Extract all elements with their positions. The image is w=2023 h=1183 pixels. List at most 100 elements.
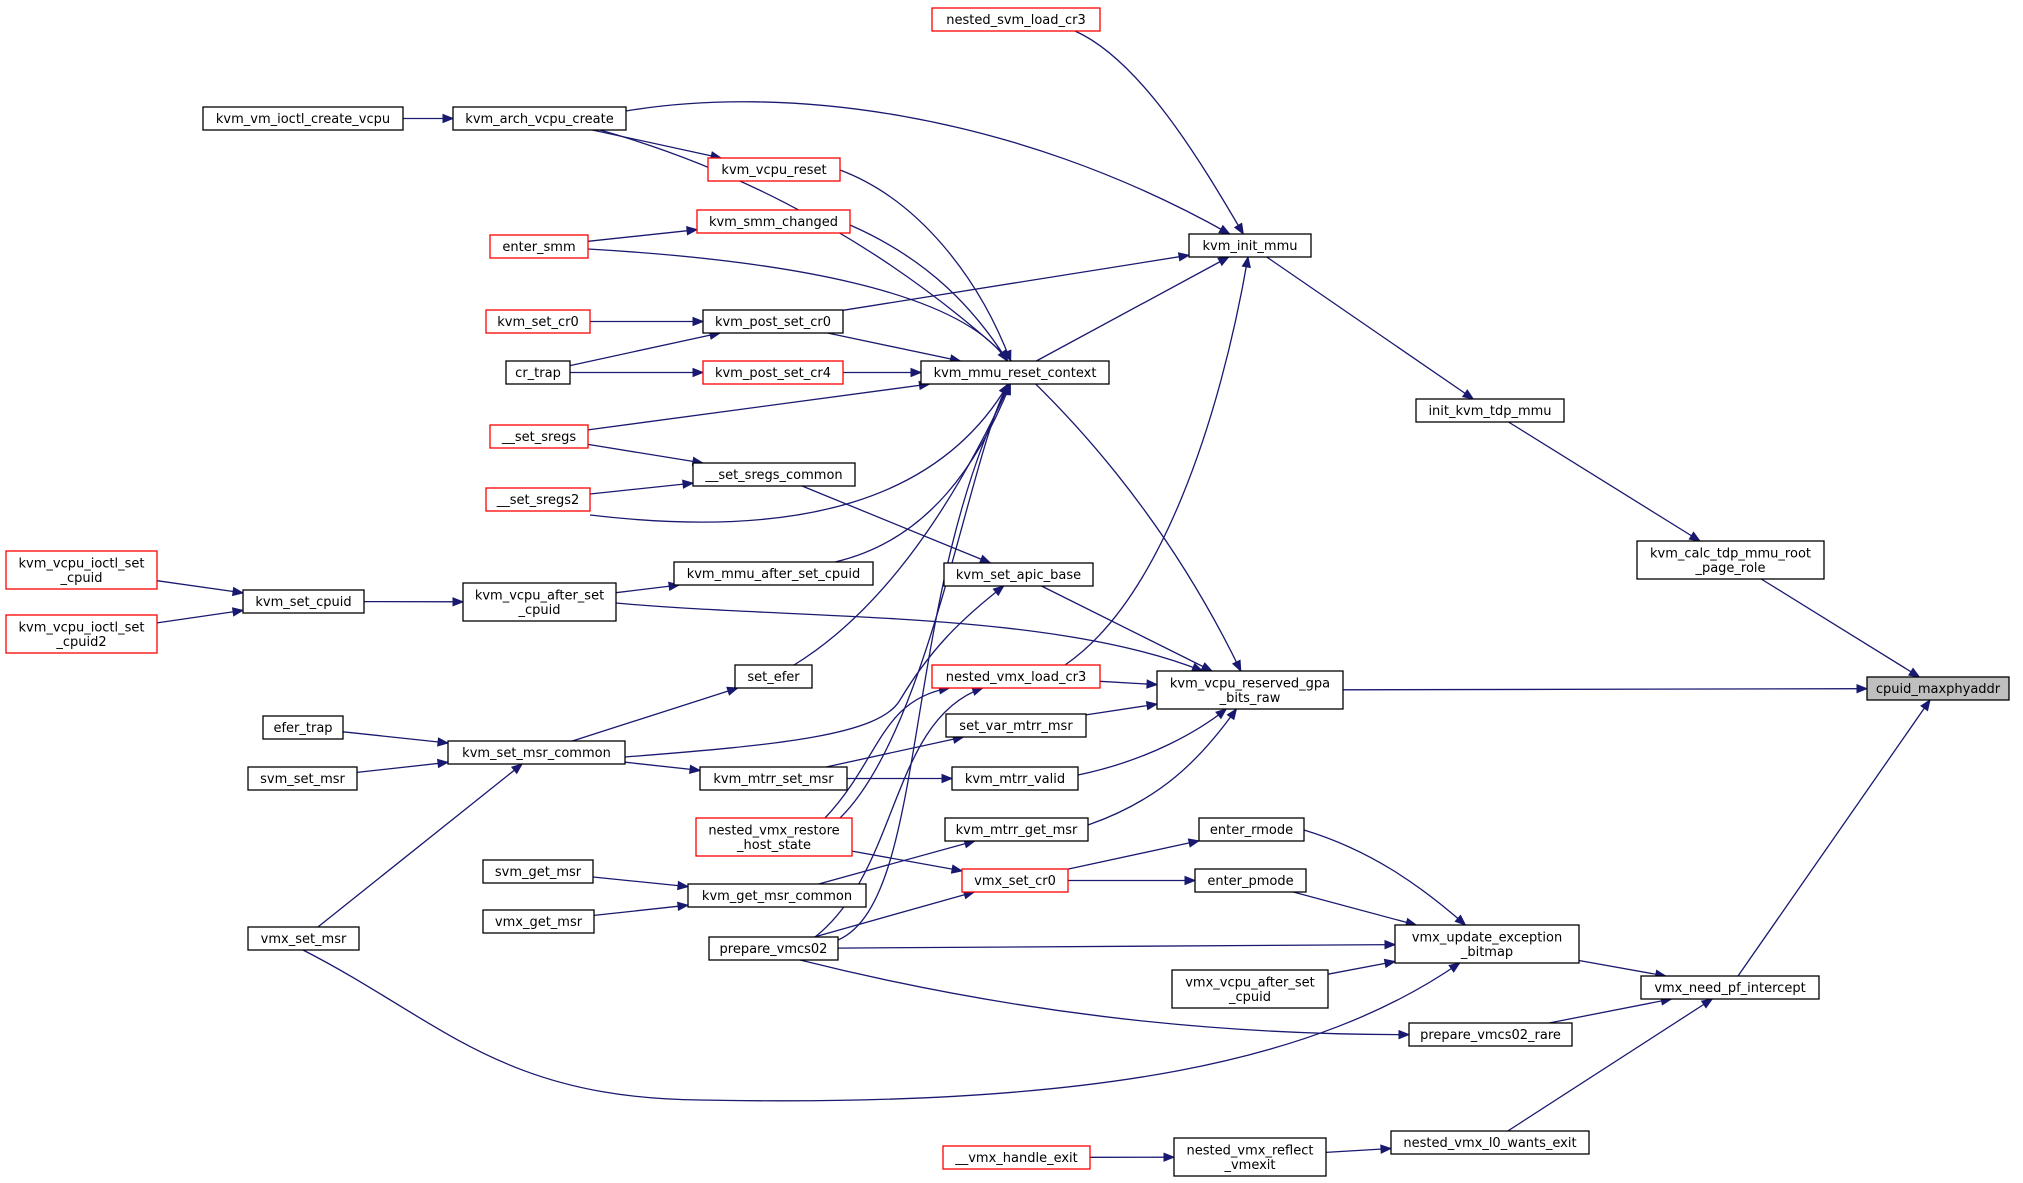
node-cr-trap[interactable]: cr_trap	[505, 360, 571, 385]
node-label: _vmexit	[1223, 1158, 1275, 1173]
node---set-sregs-common[interactable]: __set_sregs_common	[692, 462, 856, 487]
node-label: kvm_vcpu_ioctl_set	[18, 620, 144, 635]
node-enter-pmode[interactable]: enter_pmode	[1194, 868, 1307, 893]
node---set-sregs2[interactable]: __set_sregs2	[485, 487, 591, 512]
node-cpuid-maxphyaddr[interactable]: cpuid_maxphyaddr	[1866, 676, 2010, 701]
node-enter-smm[interactable]: enter_smm	[489, 234, 589, 259]
node-label: vmx_need_pf_intercept	[1654, 981, 1805, 996]
edge-kvm_set_msr_common-to-kvm_set_apic_base	[624, 585, 1005, 758]
arrowhead	[997, 349, 1009, 363]
edge-kvm_set_cr0-to-kvm_post_set_cr0	[590, 316, 705, 327]
edge-kvm_vm_ioctl_create_vcpu-to-kvm_arch_vcpu_create	[403, 113, 455, 124]
node-kvm-vm-ioctl-create-vcpu[interactable]: kvm_vm_ioctl_create_vcpu	[202, 106, 404, 131]
arrowhead	[941, 773, 954, 784]
node-label: __set_sregs_common	[704, 468, 842, 483]
node-label: svm_set_msr	[260, 772, 345, 787]
node-nested-vmx-l0-wants-exit[interactable]: nested_vmx_l0_wants_exit	[1390, 1130, 1590, 1155]
node-kvm-vcpu-ioctl-set-cpuid2[interactable]: kvm_vcpu_ioctl_set_cpuid2	[5, 614, 158, 654]
node-kvm-post-set-cr0[interactable]: kvm_post_set_cr0	[702, 309, 844, 334]
edge-kvm_post_set_cr0-to-kvm_init_mmu	[842, 252, 1191, 311]
node-kvm-vcpu-reserved-gpa-bits-raw[interactable]: kvm_vcpu_reserved_gpa_bits_raw	[1156, 670, 1344, 710]
node-vmx-need-pf-intercept[interactable]: vmx_need_pf_intercept	[1640, 975, 1820, 1000]
node-label: kvm_init_mmu	[1202, 239, 1297, 254]
node-nested-vmx-load-cr3[interactable]: nested_vmx_load_cr3	[931, 664, 1101, 689]
node-nested-vmx-restore-host-state[interactable]: nested_vmx_restore_host_state	[695, 817, 853, 857]
edge-enter_smm-to-kvm_mmu_reset_context	[587, 248, 1009, 363]
arrowhead	[1145, 700, 1159, 711]
node-kvm-set-msr-common[interactable]: kvm_set_msr_common	[447, 740, 626, 765]
node-label: nested_vmx_l0_wants_exit	[1403, 1136, 1576, 1151]
node-kvm-mmu-after-set-cpuid[interactable]: kvm_mmu_after_set_cpuid	[673, 561, 874, 586]
node-vmx-set-cr0[interactable]: vmx_set_cr0	[961, 868, 1069, 893]
node-prepare-vmcs02[interactable]: prepare_vmcs02	[708, 936, 839, 961]
arrowhead	[1856, 683, 1869, 694]
node-nested-vmx-reflect-vmexit[interactable]: nested_vmx_reflect_vmexit	[1173, 1137, 1327, 1177]
arrowhead	[1448, 962, 1461, 973]
arrowhead	[1461, 389, 1475, 400]
edge-kvm_post_set_cr4-to-kvm_mmu_reset_context	[843, 367, 923, 378]
node-kvm-vcpu-after-set-cpuid[interactable]: kvm_vcpu_after_set_cpuid	[462, 582, 617, 622]
node-label: kvm_mtrr_valid	[965, 772, 1065, 787]
node-kvm-mtrr-get-msr[interactable]: kvm_mtrr_get_msr	[944, 817, 1089, 842]
node-kvm-calc-tdp-mmu-root-page-role[interactable]: kvm_calc_tdp_mmu_root_page_role	[1636, 540, 1825, 580]
node-kvm-post-set-cr4[interactable]: kvm_post_set_cr4	[702, 360, 844, 385]
arrowhead	[1226, 707, 1238, 721]
node-kvm-vcpu-reset[interactable]: kvm_vcpu_reset	[707, 157, 841, 182]
node-label: kvm_mtrr_get_msr	[956, 823, 1078, 838]
edge-kvm_mtrr_set_msr-to-kvm_mtrr_valid	[847, 773, 954, 784]
node-kvm-get-msr-common[interactable]: kvm_get_msr_common	[687, 883, 867, 908]
node-label: enter_smm	[502, 240, 575, 255]
node-svm-get-msr[interactable]: svm_get_msr	[482, 859, 594, 884]
node-label: kvm_smm_changed	[709, 215, 838, 230]
node-kvm-init-mmu[interactable]: kvm_init_mmu	[1188, 233, 1312, 258]
node-set-efer[interactable]: set_efer	[734, 664, 813, 689]
node-kvm-set-cpuid[interactable]: kvm_set_cpuid	[242, 589, 365, 614]
node-svm-set-msr[interactable]: svm_set_msr	[247, 766, 358, 791]
edge-kvm_set_msr_common-to-kvm_mtrr_set_msr	[624, 761, 702, 775]
node-kvm-mtrr-set-msr[interactable]: kvm_mtrr_set_msr	[699, 766, 848, 791]
edge-kvm_vcpu_after_set_cpuid-to-kvm_vcpu_reserved_gpa_bits_raw	[615, 602, 1204, 672]
node-efer-trap[interactable]: efer_trap	[262, 715, 344, 740]
node-vmx-get-msr[interactable]: vmx_get_msr	[482, 909, 595, 934]
arrowhead	[692, 316, 705, 327]
function-nodes: cpuid_maxphyaddr kvm_calc_tdp_mmu_root_pa…	[5, 7, 2010, 1177]
node-kvm-arch-vcpu-create[interactable]: kvm_arch_vcpu_create	[452, 106, 627, 131]
node-label: _cpuid	[59, 571, 102, 586]
node-kvm-mmu-reset-context[interactable]: kvm_mmu_reset_context	[920, 360, 1110, 385]
edge-kvm_mmu_reset_context-to-kvm_init_mmu	[1035, 256, 1230, 362]
node-kvm-set-cr0[interactable]: kvm_set_cr0	[485, 309, 591, 334]
node-init-kvm-tdp-mmu[interactable]: init_kvm_tdp_mmu	[1415, 398, 1565, 423]
node-vmx-update-exception-bitmap[interactable]: vmx_update_exception_bitmap	[1394, 924, 1580, 964]
arrowhead	[1218, 224, 1231, 235]
arrowhead	[1688, 531, 1702, 542]
node-kvm-vcpu-ioctl-set-cpuid[interactable]: kvm_vcpu_ioctl_set_cpuid	[5, 550, 158, 590]
node-nested-svm-load-cr3[interactable]: nested_svm_load_cr3	[931, 7, 1101, 32]
node-kvm-mtrr-valid[interactable]: kvm_mtrr_valid	[951, 766, 1079, 791]
node-label: enter_pmode	[1207, 874, 1293, 889]
arrowhead	[1398, 1029, 1411, 1040]
arrowhead	[510, 763, 524, 775]
node---vmx-handle-exit[interactable]: __vmx_handle_exit	[942, 1145, 1091, 1170]
edge-kvm_vcpu_ioctl_set_cpuid-to-kvm_set_cpuid	[156, 580, 245, 597]
node-kvm-set-apic-base[interactable]: kvm_set_apic_base	[943, 562, 1094, 587]
edge-kvm_vcpu_reset-to-kvm_mmu_reset_context	[839, 169, 1012, 363]
node-vmx-vcpu-after-set-cpuid[interactable]: vmx_vcpu_after_set_cpuid	[1171, 969, 1329, 1009]
node-vmx-set-msr[interactable]: vmx_set_msr	[247, 926, 360, 951]
node-label: kvm_vcpu_reserved_gpa	[1170, 676, 1330, 691]
arrowhead	[1380, 1144, 1393, 1154]
node-enter-rmode[interactable]: enter_rmode	[1198, 817, 1305, 842]
arrowhead	[1163, 1152, 1176, 1162]
node-set-var-mtrr-msr[interactable]: set_var_mtrr_msr	[945, 713, 1087, 738]
node---set-sregs[interactable]: __set_sregs	[489, 424, 589, 449]
node-label: kvm_get_msr_common	[702, 889, 852, 904]
node-label: kvm_vcpu_reset	[721, 163, 826, 178]
node-label: set_efer	[747, 670, 800, 685]
arrowhead	[437, 737, 450, 747]
edge-kvm_mtrr_get_msr-to-kvm_vcpu_reserved_gpa_bits_raw	[1087, 707, 1238, 826]
node-prepare-vmcs02-rare[interactable]: prepare_vmcs02_rare	[1408, 1022, 1573, 1047]
edge-set_var_mtrr_msr-to-kvm_vcpu_reserved_gpa_bits_raw	[1085, 700, 1159, 716]
node-kvm-smm-changed[interactable]: kvm_smm_changed	[696, 209, 851, 234]
arrowhead	[1184, 875, 1197, 886]
edge-svm_set_msr-to-kvm_set_msr_common	[356, 758, 450, 774]
